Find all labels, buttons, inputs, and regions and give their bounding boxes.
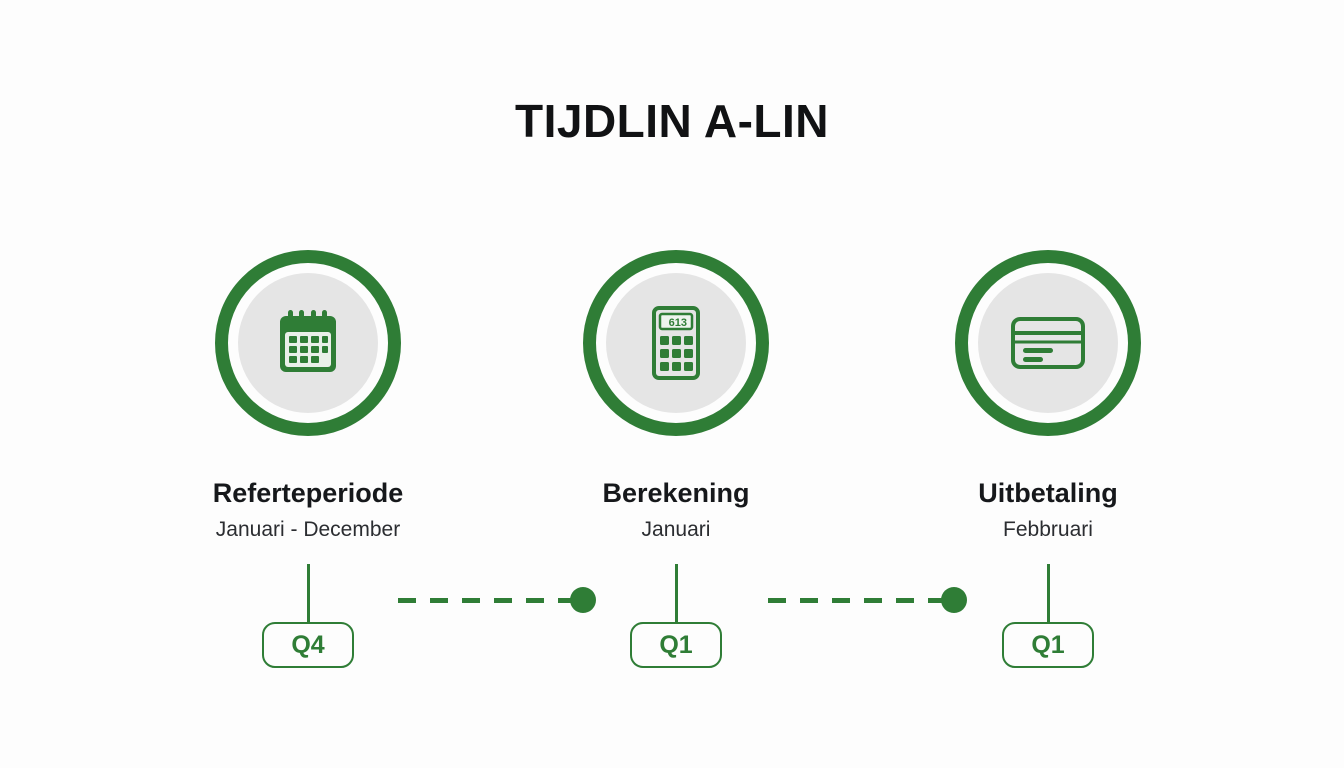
timeline-step-uitbetaling[interactable]: Uitbetaling Febbruari Q1	[898, 250, 1198, 669]
connector-dot-2	[941, 587, 967, 613]
quarter-badge-1[interactable]: Q4	[262, 622, 354, 669]
calendar-icon	[271, 306, 345, 380]
step-title-1: Referteperiode	[212, 478, 404, 508]
step-node-2[interactable]: 613	[583, 250, 769, 436]
step-stem-1	[306, 564, 310, 623]
page-title: TIJDLIN A-LIN	[515, 95, 829, 147]
step-node-1[interactable]	[215, 250, 401, 436]
credit-card-icon	[1009, 314, 1087, 372]
connector-line-2	[768, 598, 946, 603]
quarter-badge-2[interactable]: Q1	[630, 622, 722, 669]
step-node-3[interactable]	[955, 250, 1141, 436]
timeline: Referteperiode Januari - December Q4 613	[0, 250, 1344, 670]
step-stem-3	[1046, 564, 1050, 623]
step-stem-2	[674, 564, 678, 623]
step-node-inner-3	[978, 273, 1118, 413]
svg-text:613: 613	[669, 317, 687, 329]
timeline-step-berekening[interactable]: 613	[526, 250, 826, 669]
connector-dot-1	[570, 587, 596, 613]
connector-line-1	[398, 598, 576, 603]
step-node-inner-1	[238, 273, 378, 413]
step-subtitle-1: Januari - December	[215, 518, 401, 542]
calculator-icon: 613	[641, 305, 711, 381]
step-title-2: Berekening	[602, 478, 750, 508]
step-subtitle-2: Januari	[641, 518, 711, 542]
step-subtitle-3: Febbruari	[1003, 518, 1093, 542]
step-title-3: Uitbetaling	[978, 478, 1118, 508]
timeline-step-referteperiode[interactable]: Referteperiode Januari - December Q4	[158, 250, 458, 669]
step-node-inner-2: 613	[606, 273, 746, 413]
quarter-badge-3[interactable]: Q1	[1002, 622, 1094, 669]
